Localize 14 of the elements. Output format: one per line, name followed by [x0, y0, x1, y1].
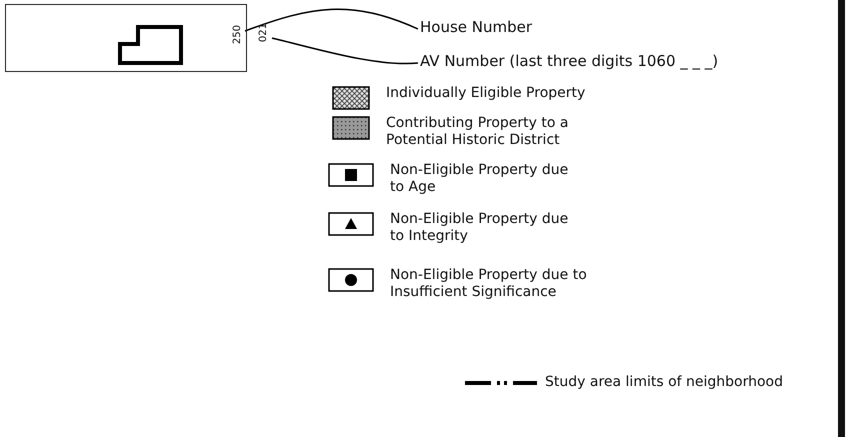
parcel-box	[5, 4, 247, 72]
leader-line	[272, 37, 418, 64]
av-number-text: 021	[257, 23, 271, 42]
legend-label: Contributing Property to a Potential Historic District	[386, 115, 570, 149]
legend-label: Non-Eligible Property due to Insufficient Significance	[390, 267, 588, 301]
legend-label: Individually Eligible Property	[386, 85, 586, 102]
callout-label: House Number	[420, 19, 532, 39]
building-footprint	[118, 25, 183, 65]
legend-label: Study area limits of neighborhood	[545, 374, 784, 391]
leader-line	[244, 8, 418, 32]
house-number-text: 250	[231, 25, 245, 44]
legend-label: Non-Eligible Property due to Age	[390, 162, 570, 196]
callout-label: AV Number (last three digits 1060 _ _ _)	[420, 53, 718, 73]
legend-label: Non-Eligible Property due to Integrity	[390, 211, 570, 245]
